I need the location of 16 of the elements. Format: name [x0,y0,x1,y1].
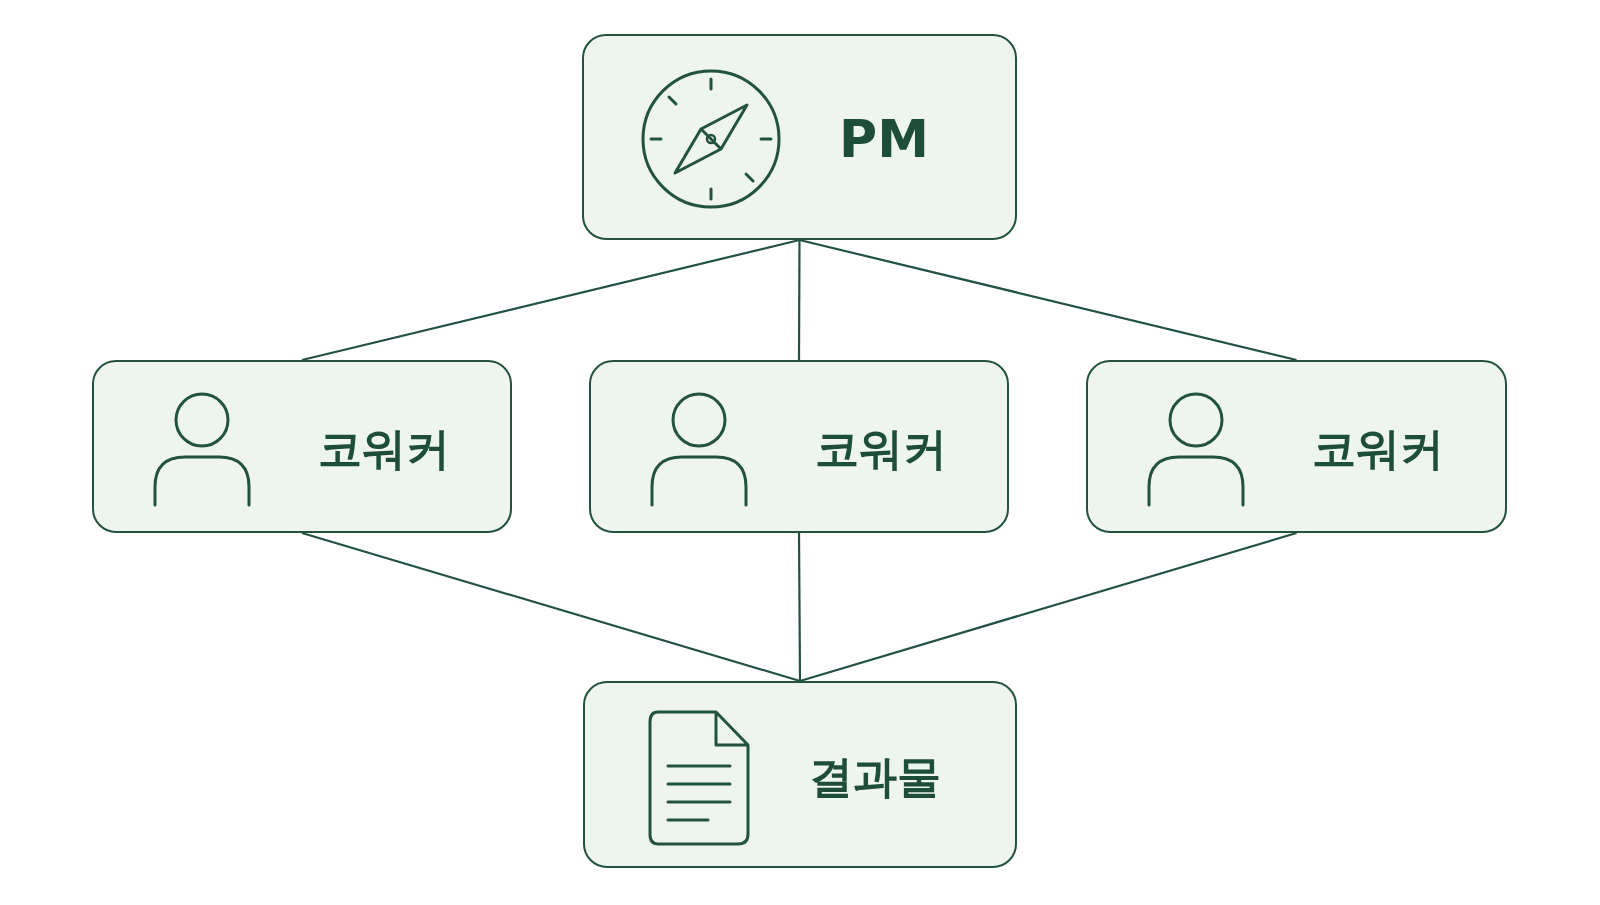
connector-line [301,238,800,362]
connector-line [799,238,1297,362]
role-box [589,360,1009,533]
role-label: PM [839,109,929,169]
role-box [92,360,512,533]
connector-line [799,531,1297,683]
role-box [1086,360,1507,533]
role-box [583,681,1017,868]
connector-line [797,240,801,360]
role-label: 코워커 [318,421,450,475]
role-label: 코워커 [1312,421,1444,475]
connector-line [301,531,801,683]
role-box [582,34,1017,240]
connector-line [797,533,802,681]
role-label: 결과물 [809,749,941,803]
role-label: 코워커 [815,421,947,475]
